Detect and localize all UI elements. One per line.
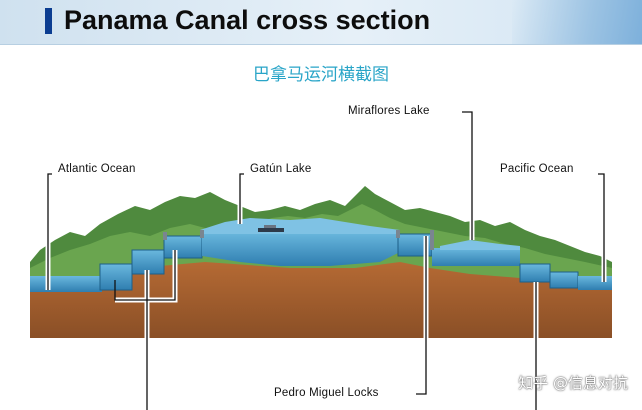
miraflores-lake-surface <box>440 240 520 250</box>
miraflores-lake-label: Miraflores Lake <box>348 105 430 117</box>
banner-decoration <box>512 0 642 44</box>
pacific-water <box>578 276 612 290</box>
ship-cabin <box>264 225 276 228</box>
gatun-lake-label: Gatún Lake <box>250 163 312 175</box>
lock-wall <box>396 230 400 238</box>
gatun-lock-1 <box>99 263 133 291</box>
gatun-lake-water <box>202 232 400 266</box>
gatun-lock-3 <box>163 235 203 259</box>
lock-wall <box>163 232 167 240</box>
atlantic-water <box>30 276 102 292</box>
lock-wall <box>430 230 434 250</box>
miraflores-lock-2 <box>549 271 579 289</box>
lock-wall <box>200 230 204 238</box>
miraflores-lake-water <box>432 248 520 266</box>
pacific-ocean-label: Pacific Ocean <box>500 163 574 175</box>
miraflores-lock-1 <box>519 263 551 283</box>
watermark: 知乎 @信息对抗 <box>518 374 628 392</box>
banner-accent-bar <box>45 8 52 34</box>
leader-lines <box>47 111 605 410</box>
chinese-subtitle: 巴拿马运河横截图 <box>253 65 389 85</box>
pedro-miguel-locks-label: Pedro Miguel Locks <box>274 387 379 399</box>
page-title: Panama Canal cross section <box>64 5 431 35</box>
atlantic-ocean-label: Atlantic Ocean <box>58 163 136 175</box>
gatun-lake-surface <box>200 218 400 234</box>
title-banner <box>0 0 642 45</box>
ship-icon <box>258 228 284 232</box>
